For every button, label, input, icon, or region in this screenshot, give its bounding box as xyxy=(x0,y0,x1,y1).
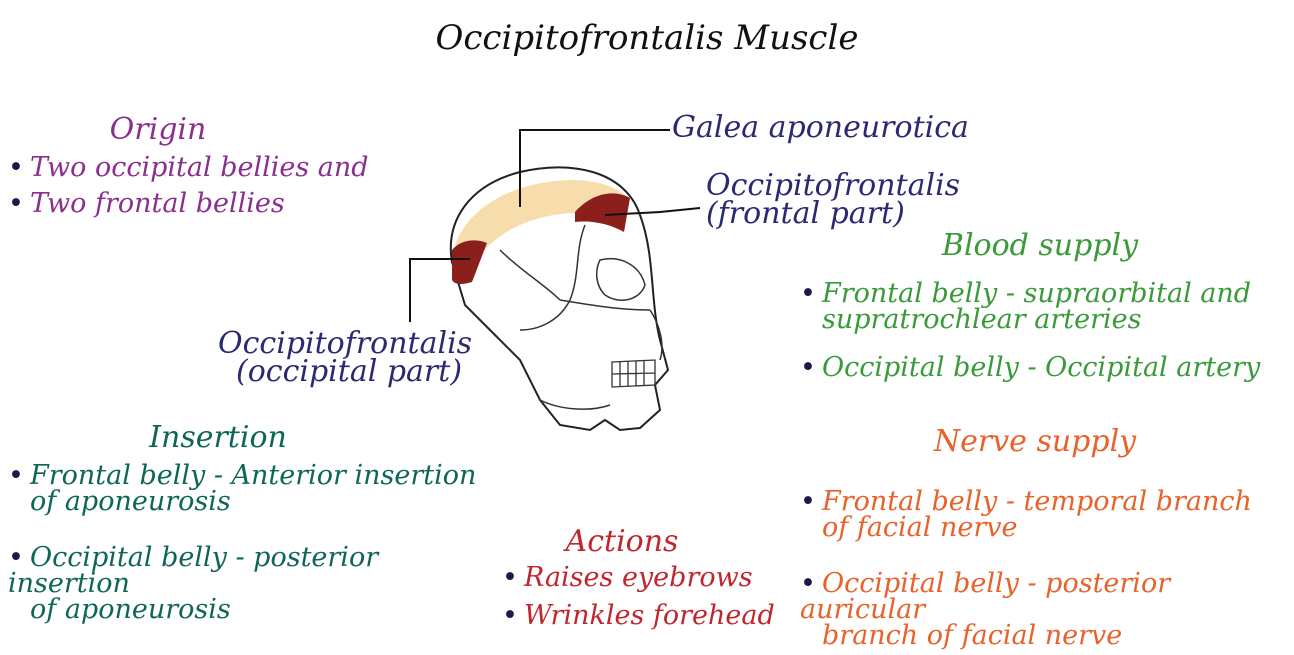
bullet: • xyxy=(8,463,30,489)
blood-supply-item: •Occipital belly - Occipital artery xyxy=(800,355,1280,381)
bullet: • xyxy=(502,565,524,591)
origin-item-text: Two frontal bellies xyxy=(30,188,285,219)
origin-section: Origin •Two occipital bellies and •Two f… xyxy=(8,112,388,217)
page-title: Occipitofrontalis Muscle xyxy=(0,18,1294,58)
nerve-supply-item: •Occipital belly - posterior auricular b… xyxy=(800,571,1290,649)
bullet: • xyxy=(8,191,30,217)
insertion-text: Occipital belly - posterior insertion xyxy=(8,542,378,599)
frontal-part-label: Occipitofrontalis (frontal part) xyxy=(706,172,960,228)
actions-section: Actions •Raises eyebrows •Wrinkles foreh… xyxy=(502,524,792,629)
blood-supply-text: supratrochlear arteries xyxy=(822,304,1141,335)
nerve-supply-heading: Nerve supply xyxy=(800,424,1270,459)
action-text: Wrinkles forehead xyxy=(524,600,775,631)
galea-label: Galea aponeurotica xyxy=(672,114,969,142)
blood-supply-section: Blood supply •Frontal belly - supraorbit… xyxy=(800,228,1280,381)
nerve-supply-item: •Frontal belly - temporal branch of faci… xyxy=(800,489,1290,541)
nerve-supply-text: Occipital belly - posterior auricular xyxy=(800,568,1170,625)
occipital-label-line: (occipital part) xyxy=(218,358,472,386)
bullet: • xyxy=(800,489,822,515)
nerve-supply-text: branch of facial nerve xyxy=(822,620,1122,651)
origin-item: •Two frontal bellies xyxy=(8,191,388,217)
nerve-supply-section: Nerve supply •Frontal belly - temporal b… xyxy=(800,424,1290,649)
nerve-supply-text: of facial nerve xyxy=(822,512,1018,543)
insertion-item: •Occipital belly - posterior insertion o… xyxy=(8,545,498,623)
action-item: •Raises eyebrows xyxy=(502,565,792,591)
origin-heading: Origin xyxy=(0,112,328,147)
origin-item-text: Two occipital bellies and xyxy=(30,152,369,183)
action-item: •Wrinkles forehead xyxy=(502,603,792,629)
insertion-text: of aponeurosis xyxy=(30,594,231,625)
actions-heading: Actions xyxy=(502,524,742,559)
bullet: • xyxy=(800,281,822,307)
blood-supply-heading: Blood supply xyxy=(800,228,1280,263)
bullet: • xyxy=(800,355,822,381)
bullet: • xyxy=(502,603,524,629)
insertion-text: of aponeurosis xyxy=(30,486,231,517)
blood-supply-text: Occipital belly - Occipital artery xyxy=(822,352,1260,383)
insertion-heading: Insertion xyxy=(8,420,428,455)
insertion-section: Insertion •Frontal belly - Anterior inse… xyxy=(8,420,498,623)
bullet: • xyxy=(8,155,30,181)
origin-item: •Two occipital bellies and xyxy=(8,155,388,181)
blood-supply-item: •Frontal belly - supraorbital and suprat… xyxy=(800,281,1280,333)
occipital-part-label: Occipitofrontalis (occipital part) xyxy=(218,330,472,386)
action-text: Raises eyebrows xyxy=(524,562,753,593)
insertion-item: •Frontal belly - Anterior insertion of a… xyxy=(8,463,498,515)
frontal-label-line: (frontal part) xyxy=(706,200,960,228)
